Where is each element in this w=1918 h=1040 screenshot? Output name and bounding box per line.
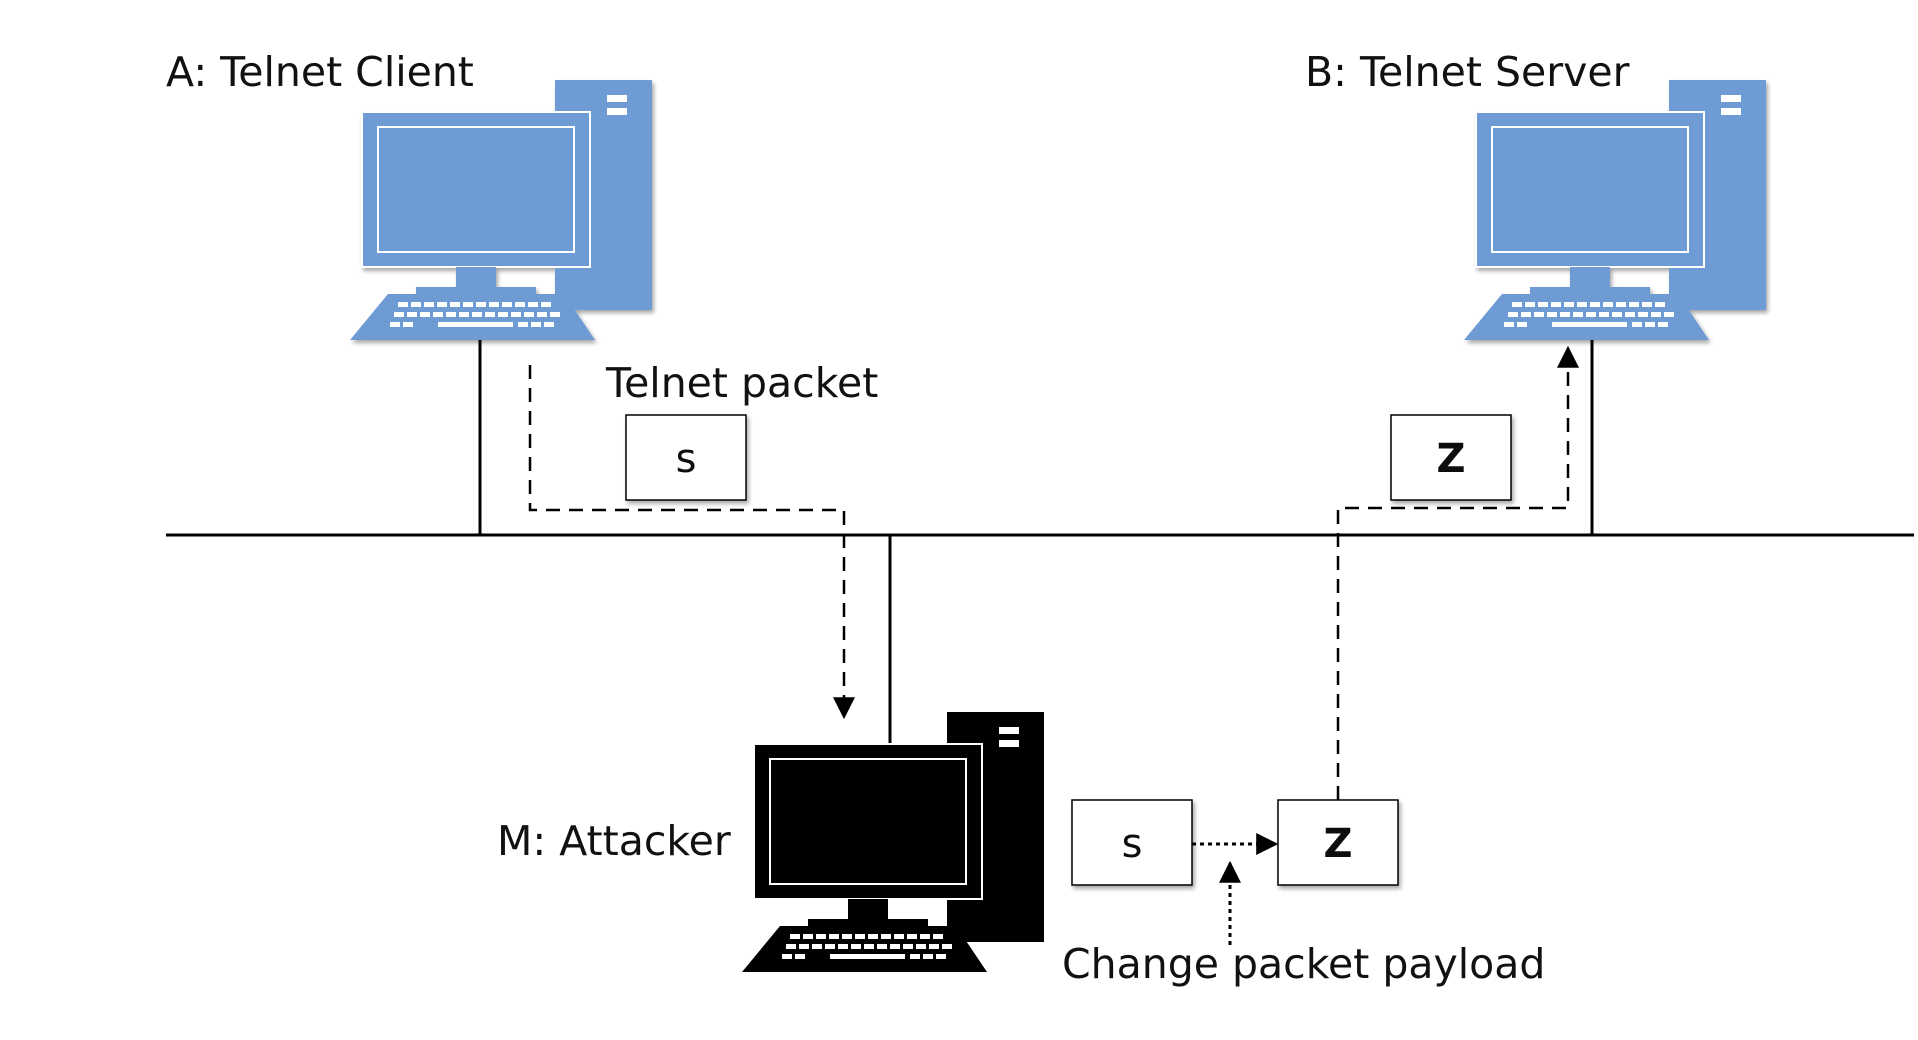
modify-caption: Change packet payload	[1062, 940, 1545, 988]
packet-original-payload: s	[676, 436, 697, 482]
server-label: B: Telnet Server	[1305, 48, 1630, 96]
client-label: A: Telnet Client	[166, 48, 474, 96]
packet-attacker-received: s	[1071, 799, 1193, 886]
attacker-computer-icon	[741, 711, 1045, 973]
packet-forwarded: Z	[1390, 414, 1512, 501]
packet-original: s	[625, 414, 747, 501]
attacker-label: M: Attacker	[497, 817, 731, 865]
packet-attacker-received-payload: s	[1122, 821, 1143, 867]
packet-attacker-modified: Z	[1277, 799, 1399, 886]
attacker-to-server-path	[1336, 345, 1579, 800]
packet-attacker-modified-payload: Z	[1323, 821, 1352, 867]
client-computer-icon	[349, 79, 653, 341]
packet-caption: Telnet packet	[605, 359, 878, 407]
packet-forwarded-payload: Z	[1436, 436, 1465, 482]
server-computer-icon	[1463, 79, 1767, 341]
client-to-attacker-path	[528, 365, 855, 720]
